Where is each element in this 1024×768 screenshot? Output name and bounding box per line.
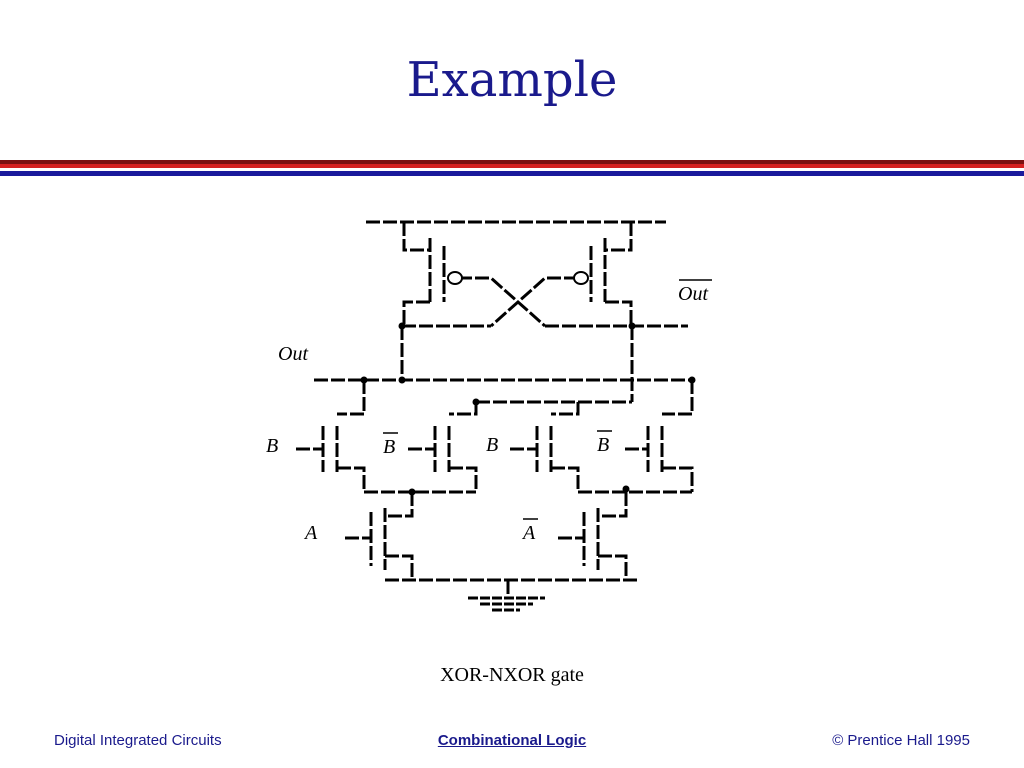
label-b-right: B bbox=[486, 434, 498, 456]
junction-right-pair bbox=[622, 485, 630, 493]
header-rule-blue bbox=[0, 171, 1024, 176]
footer-chapter-link[interactable]: Combinational Logic bbox=[437, 732, 587, 749]
label-out-bar: Out bbox=[678, 283, 708, 305]
label-b-bar-right: B bbox=[597, 434, 609, 456]
pmos-left-bubble bbox=[447, 271, 463, 285]
header-rule-red bbox=[0, 164, 1024, 168]
nmos-b-right bbox=[535, 402, 580, 492]
junction-bus-2 bbox=[398, 376, 406, 384]
nmos-bbar-left bbox=[433, 402, 478, 492]
junction-out-bar bbox=[628, 322, 636, 330]
footer-copyright: © Prentice Hall 1995 bbox=[832, 732, 970, 749]
nmos-abar bbox=[582, 492, 628, 580]
diagram-caption: XOR-NXOR gate bbox=[440, 664, 584, 686]
nmos-bbar-right bbox=[646, 380, 694, 492]
junction-out bbox=[398, 322, 406, 330]
pmos-right bbox=[589, 222, 633, 326]
junction-bus-1 bbox=[360, 376, 368, 384]
label-b-bar-left: B bbox=[383, 436, 395, 458]
label-a: A bbox=[303, 522, 318, 544]
pmos-right-gate bbox=[490, 276, 578, 328]
footer-course-title: Digital Integrated Circuits bbox=[54, 732, 222, 749]
label-out: Out bbox=[278, 343, 308, 365]
junction-out-bar-bus bbox=[472, 398, 480, 406]
pmos-left bbox=[402, 222, 446, 326]
slide-title: Example bbox=[406, 52, 618, 108]
label-a-bar: A bbox=[521, 522, 536, 544]
header-rule-dark-red bbox=[0, 160, 1024, 164]
label-b-left: B bbox=[266, 435, 278, 457]
junction-bus-3 bbox=[688, 376, 696, 384]
nmos-a bbox=[369, 492, 414, 580]
junction-left-pair bbox=[408, 488, 416, 496]
nmos-b-left bbox=[321, 380, 366, 492]
pmos-right-bubble bbox=[573, 271, 589, 285]
pmos-left-gate bbox=[458, 276, 546, 328]
